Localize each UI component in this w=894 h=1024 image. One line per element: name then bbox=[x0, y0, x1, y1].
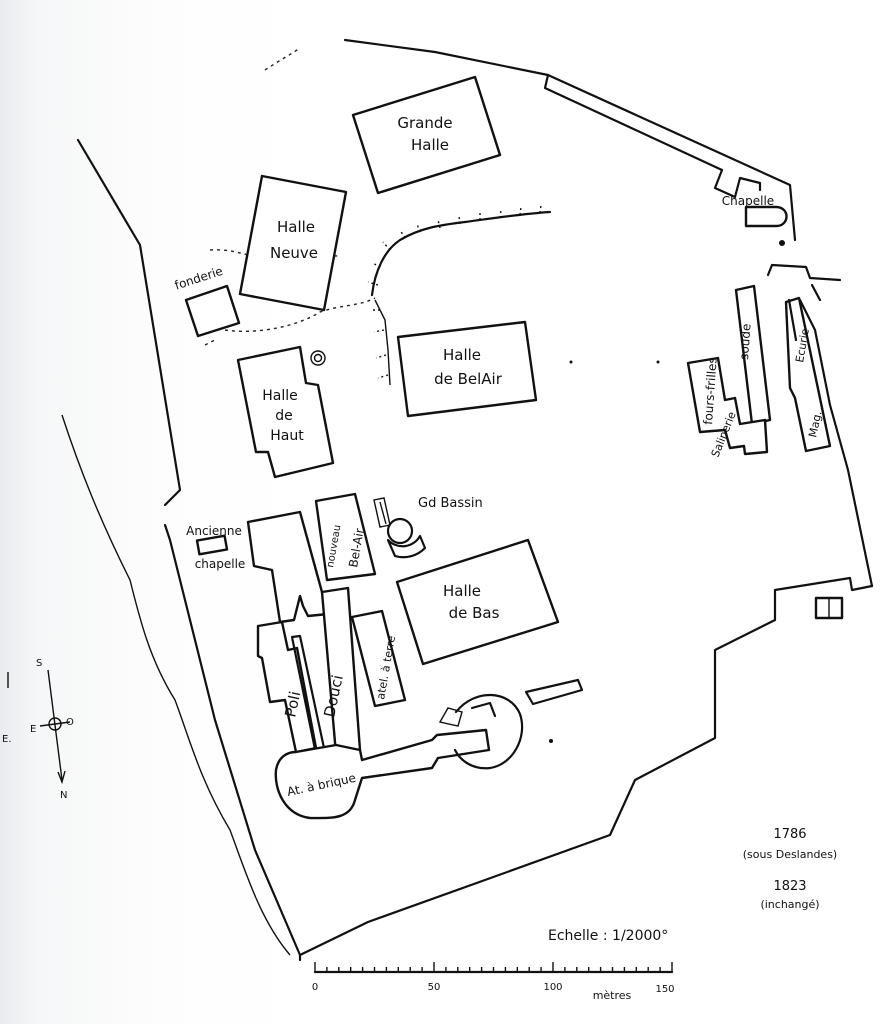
halle-de-belair: Halle de BelAir bbox=[396, 320, 538, 418]
scale-unit: mètres bbox=[593, 989, 632, 1002]
ancienne-chapelle: Ancienne chapelle bbox=[186, 524, 245, 571]
halle-de-bas-label: Halle bbox=[443, 582, 481, 600]
poli-label: Poli bbox=[281, 690, 304, 719]
scale-tick-100: 100 bbox=[543, 982, 562, 993]
scale-ticks bbox=[314, 962, 673, 972]
soude-complex: soude fours-frilles Salinerie bbox=[686, 284, 772, 459]
grand-bassin-label: Gd Bassin bbox=[418, 496, 483, 511]
scale-tick-150: 150 bbox=[655, 984, 674, 995]
soude-label: soude bbox=[737, 323, 753, 360]
halle-de-haut-label: Haut bbox=[270, 428, 304, 444]
halle-de-belair-label: de BelAir bbox=[434, 370, 503, 388]
dotted-path bbox=[204, 339, 216, 346]
grand-bassin: Gd Bassin bbox=[373, 496, 483, 559]
compass-rose: S E O N E. bbox=[2, 658, 74, 801]
chapelle-label: Chapelle bbox=[722, 194, 774, 208]
cliff-escarpment bbox=[367, 204, 552, 386]
fonderie: fonderie bbox=[173, 264, 241, 338]
fours-frilles-label: fours-frilles bbox=[701, 357, 720, 425]
halle-neuve-label: Neuve bbox=[270, 244, 318, 262]
halle-neuve-label: Halle bbox=[277, 218, 315, 236]
scale-tick-0: 0 bbox=[312, 982, 318, 993]
chapelle: Chapelle bbox=[713, 168, 788, 246]
inchange: (inchangé) bbox=[760, 898, 819, 911]
curved-bastion bbox=[438, 360, 660, 770]
scale-bar: Echelle : 1/2000° 0 50 100 150 mètres bbox=[312, 928, 675, 1002]
ancienne-chapelle-label: Ancienne bbox=[186, 524, 242, 538]
ancienne-chapelle-label: chapelle bbox=[195, 557, 246, 571]
compass-s: S bbox=[36, 658, 42, 669]
scale-label: Echelle : 1/2000° bbox=[548, 928, 668, 944]
poli-douci-complex: Poli Douci atel. à terre At. à brique bbox=[246, 510, 491, 820]
compass-e: E bbox=[30, 724, 36, 735]
compass-e-outer: E. bbox=[2, 734, 12, 745]
halle-de-haut-label: Halle bbox=[262, 388, 298, 404]
nouveau-bel-air-label: Bel-Air bbox=[346, 527, 367, 568]
compass-n: N bbox=[60, 790, 67, 801]
sous-deslandes: (sous Deslandes) bbox=[743, 848, 837, 861]
nouveau-bel-air: nouveau Bel-Air bbox=[314, 492, 377, 582]
date-1786: 1786 bbox=[773, 827, 806, 842]
ecurie-mag: Ecurie Mag. bbox=[784, 296, 832, 453]
halle-de-bas: Halle de Bas bbox=[395, 538, 560, 666]
ecurie-label: Ecurie bbox=[793, 327, 812, 363]
halle-neuve: Halle Neuve bbox=[238, 174, 348, 312]
site-boundary bbox=[61, 38, 874, 962]
mag-label: Mag. bbox=[806, 410, 824, 439]
grande-halle: Grande Halle bbox=[351, 75, 502, 195]
grande-halle-label: Halle bbox=[411, 136, 449, 154]
scale-tick-50: 50 bbox=[428, 982, 441, 993]
halle-de-haut-label: de bbox=[275, 408, 293, 424]
date-1823: 1823 bbox=[773, 879, 806, 894]
halle-de-bas-label: de Bas bbox=[449, 604, 500, 622]
grande-halle-label: Grande bbox=[397, 114, 452, 132]
date-legend: 1786 (sous Deslandes) 1823 (inchangé) bbox=[743, 827, 837, 911]
halle-de-belair-label: Halle bbox=[443, 346, 481, 364]
compass-o: O bbox=[66, 717, 74, 728]
halle-de-haut: Halle de Haut bbox=[236, 345, 335, 479]
